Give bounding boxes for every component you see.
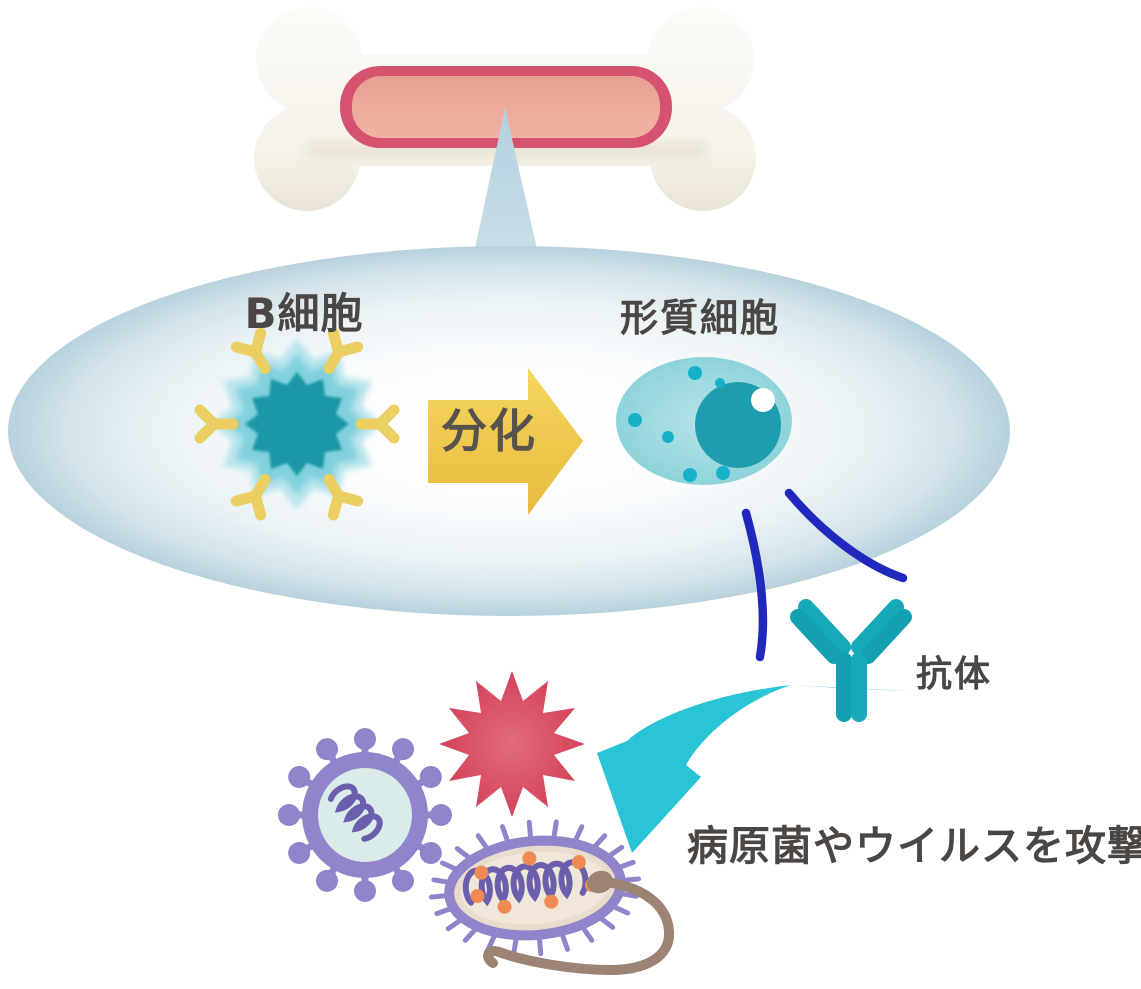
antibody-arm [860,609,912,664]
virus-icon [278,728,452,902]
flagellum-base [587,870,613,894]
arrow-right-icon [428,368,583,515]
attack-caption: 病原菌やウイルスを攻撃 [687,822,1141,870]
bone-marrow-inner [352,76,660,138]
antibody-arm [790,609,842,664]
antibody-label: 抗体 [916,653,992,695]
bacteria-cilia [428,819,642,957]
plasma-cell-granules [628,366,730,482]
antibody-icon [790,599,912,722]
virus-rna-spiral [327,783,383,842]
callout-triangle [472,108,540,262]
pathogen-burst-icon [439,671,585,817]
bacteria-flagellum [483,876,675,976]
virus-core [318,768,412,862]
antibody-arm [851,599,904,655]
antibody-arm [798,599,851,655]
bone-marrow [340,66,672,148]
nucleus-highlight [751,388,775,412]
differentiation-label: 分化 [441,404,537,458]
secretion-lines [741,488,908,662]
attack-arrow [597,685,910,853]
plasma-cell-icon [616,357,792,485]
b-cell-label: B細胞 [244,289,363,338]
b-cell-icon [200,333,394,515]
differentiation-arrow: 分化 [428,368,583,515]
bacteria-icon [428,819,675,976]
plasma-cell-label: 形質細胞 [620,296,780,340]
b-cell-nucleus [245,372,349,476]
